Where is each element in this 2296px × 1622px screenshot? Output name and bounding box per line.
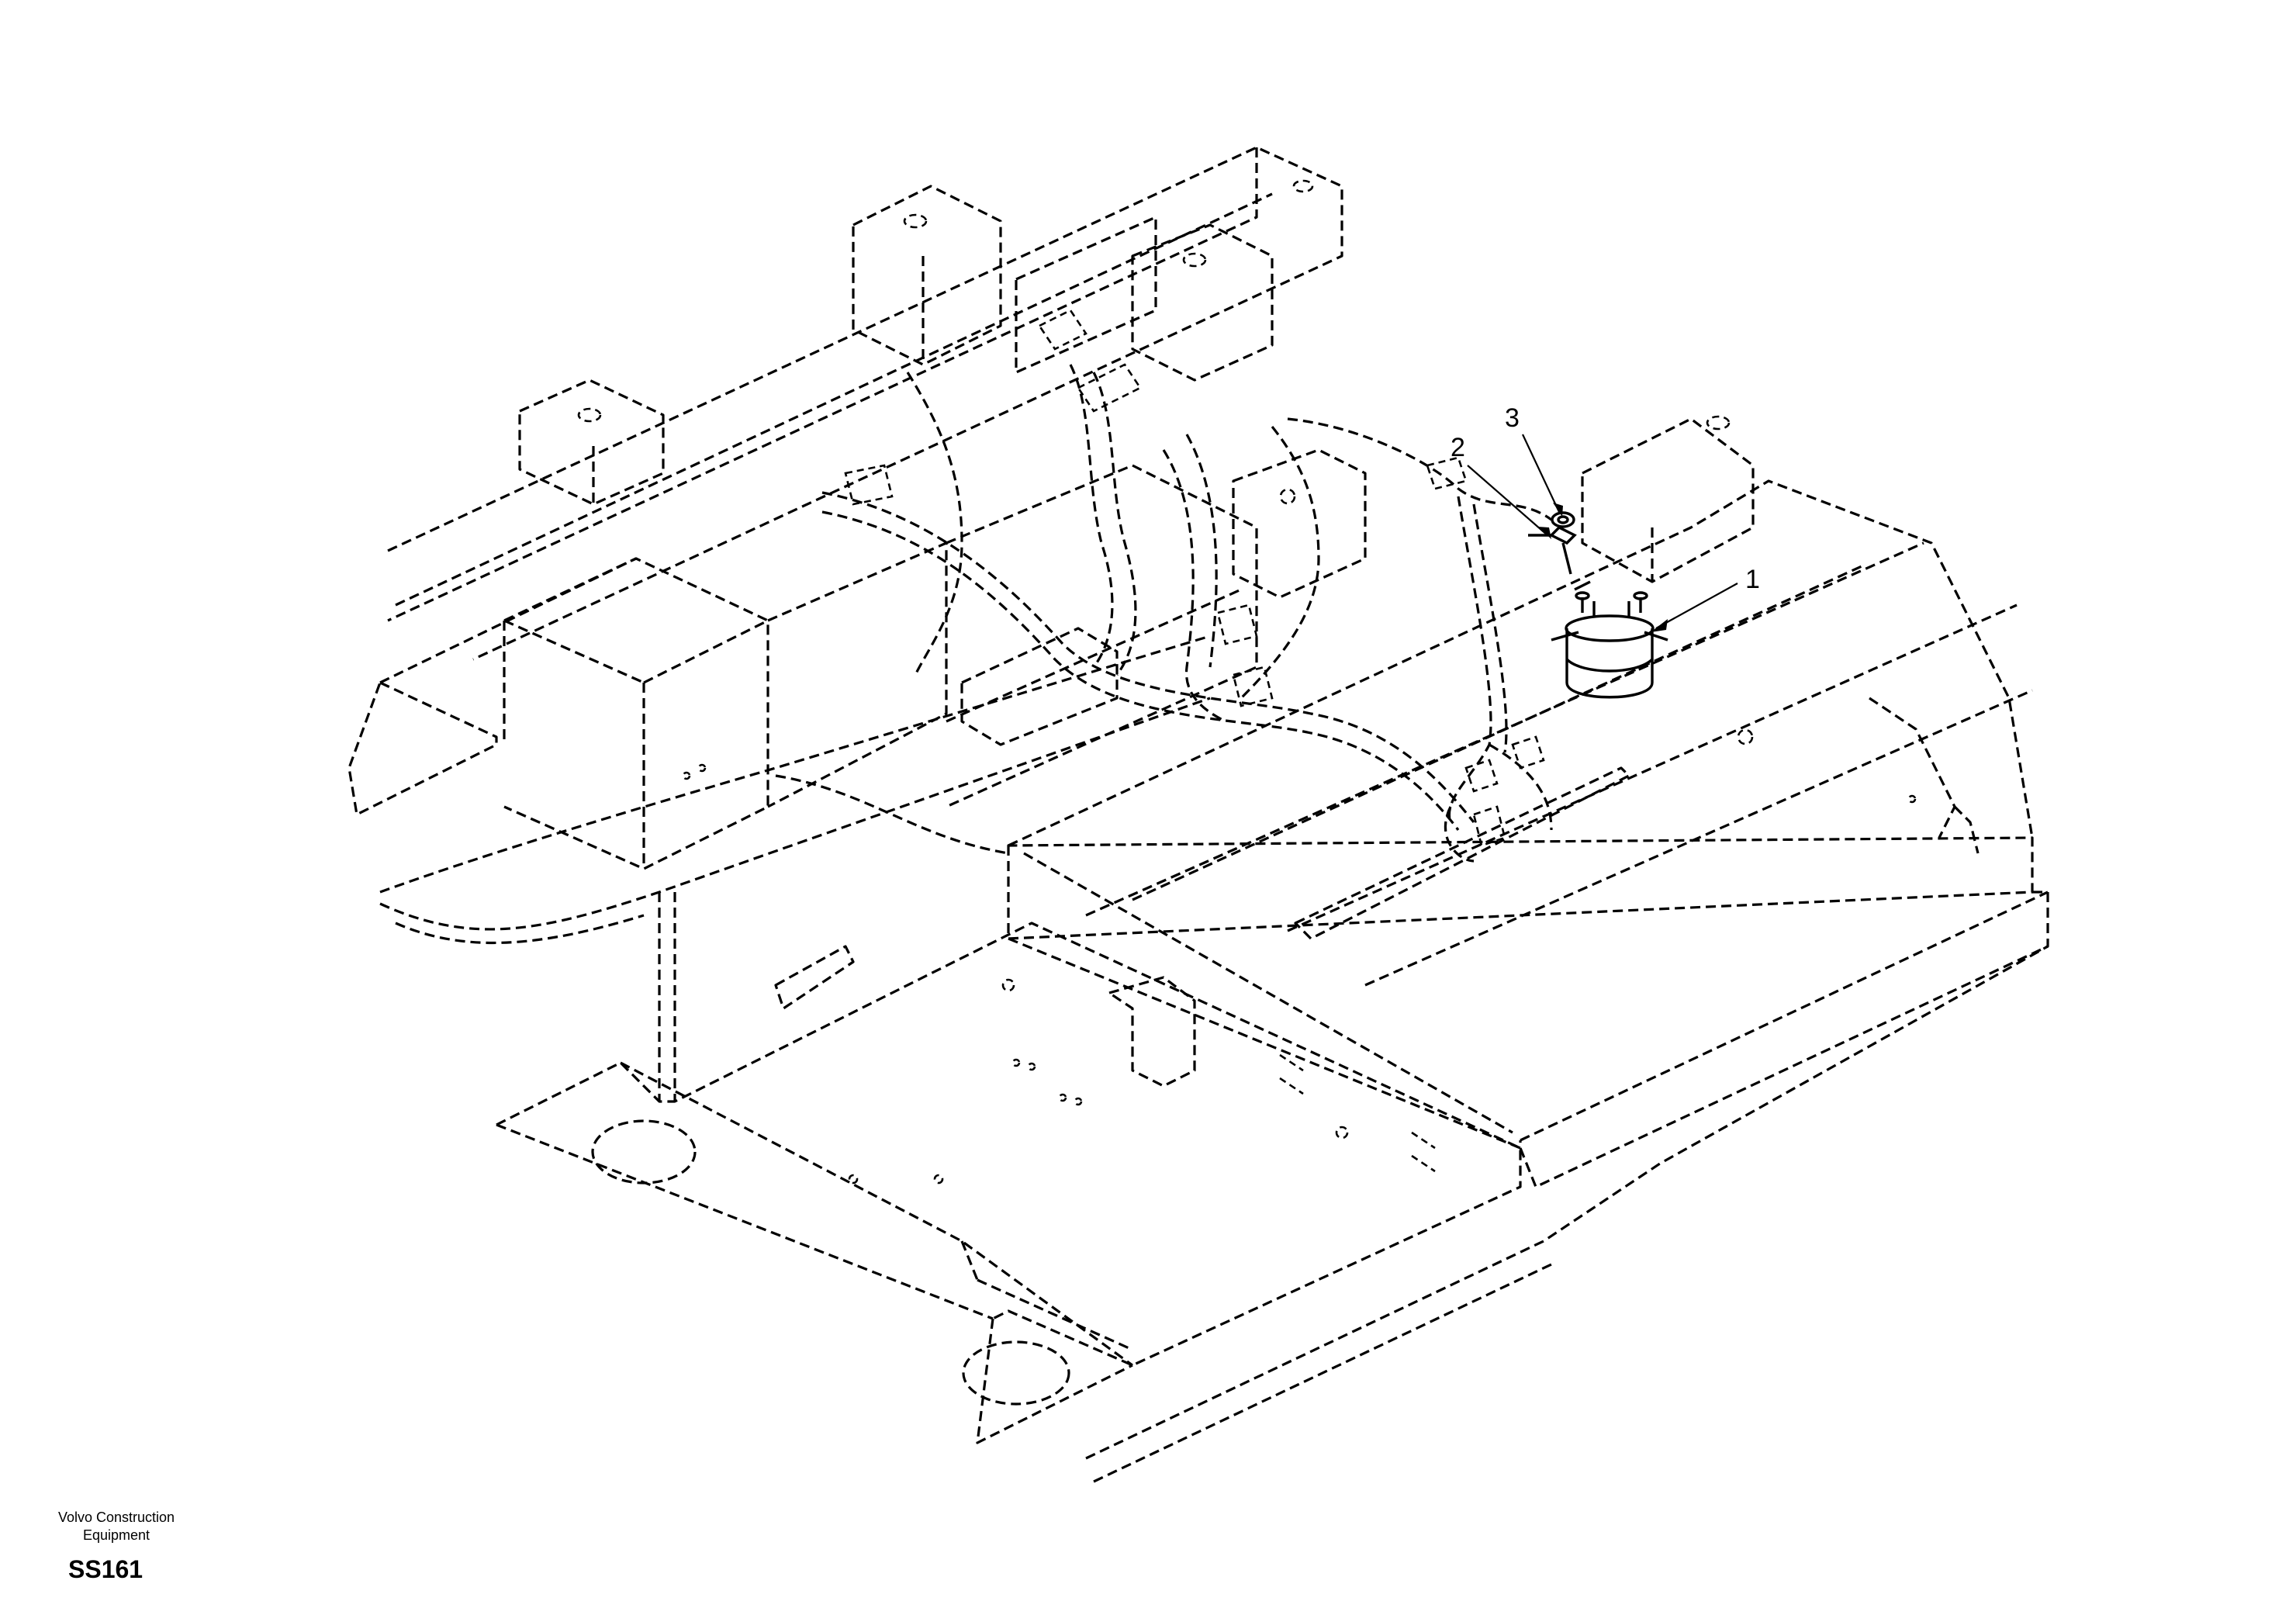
main-boom-beam	[379, 635, 1211, 1102]
right-end-frame	[1581, 415, 1980, 854]
base-platform	[774, 479, 2049, 1188]
brand-label: Volvo Construction Equipment	[31, 1509, 202, 1544]
figure-code: SS161	[68, 1555, 144, 1583]
callout-number-2: 2	[1451, 433, 1465, 462]
callouts: 1 2 3	[1451, 403, 1760, 632]
brand-line-1: Volvo Construction	[57, 1510, 175, 1525]
cable-harness	[821, 309, 1553, 863]
upper-frame-rails	[387, 146, 1343, 661]
left-cross-member	[348, 448, 1367, 870]
lower-floor-plate	[496, 922, 2049, 1483]
callout-number-1: 1	[1745, 565, 1760, 594]
callout-number-3: 3	[1505, 403, 1520, 433]
brand-line-2: Equipment	[82, 1527, 150, 1543]
solenoid-assembly	[1528, 511, 1668, 699]
